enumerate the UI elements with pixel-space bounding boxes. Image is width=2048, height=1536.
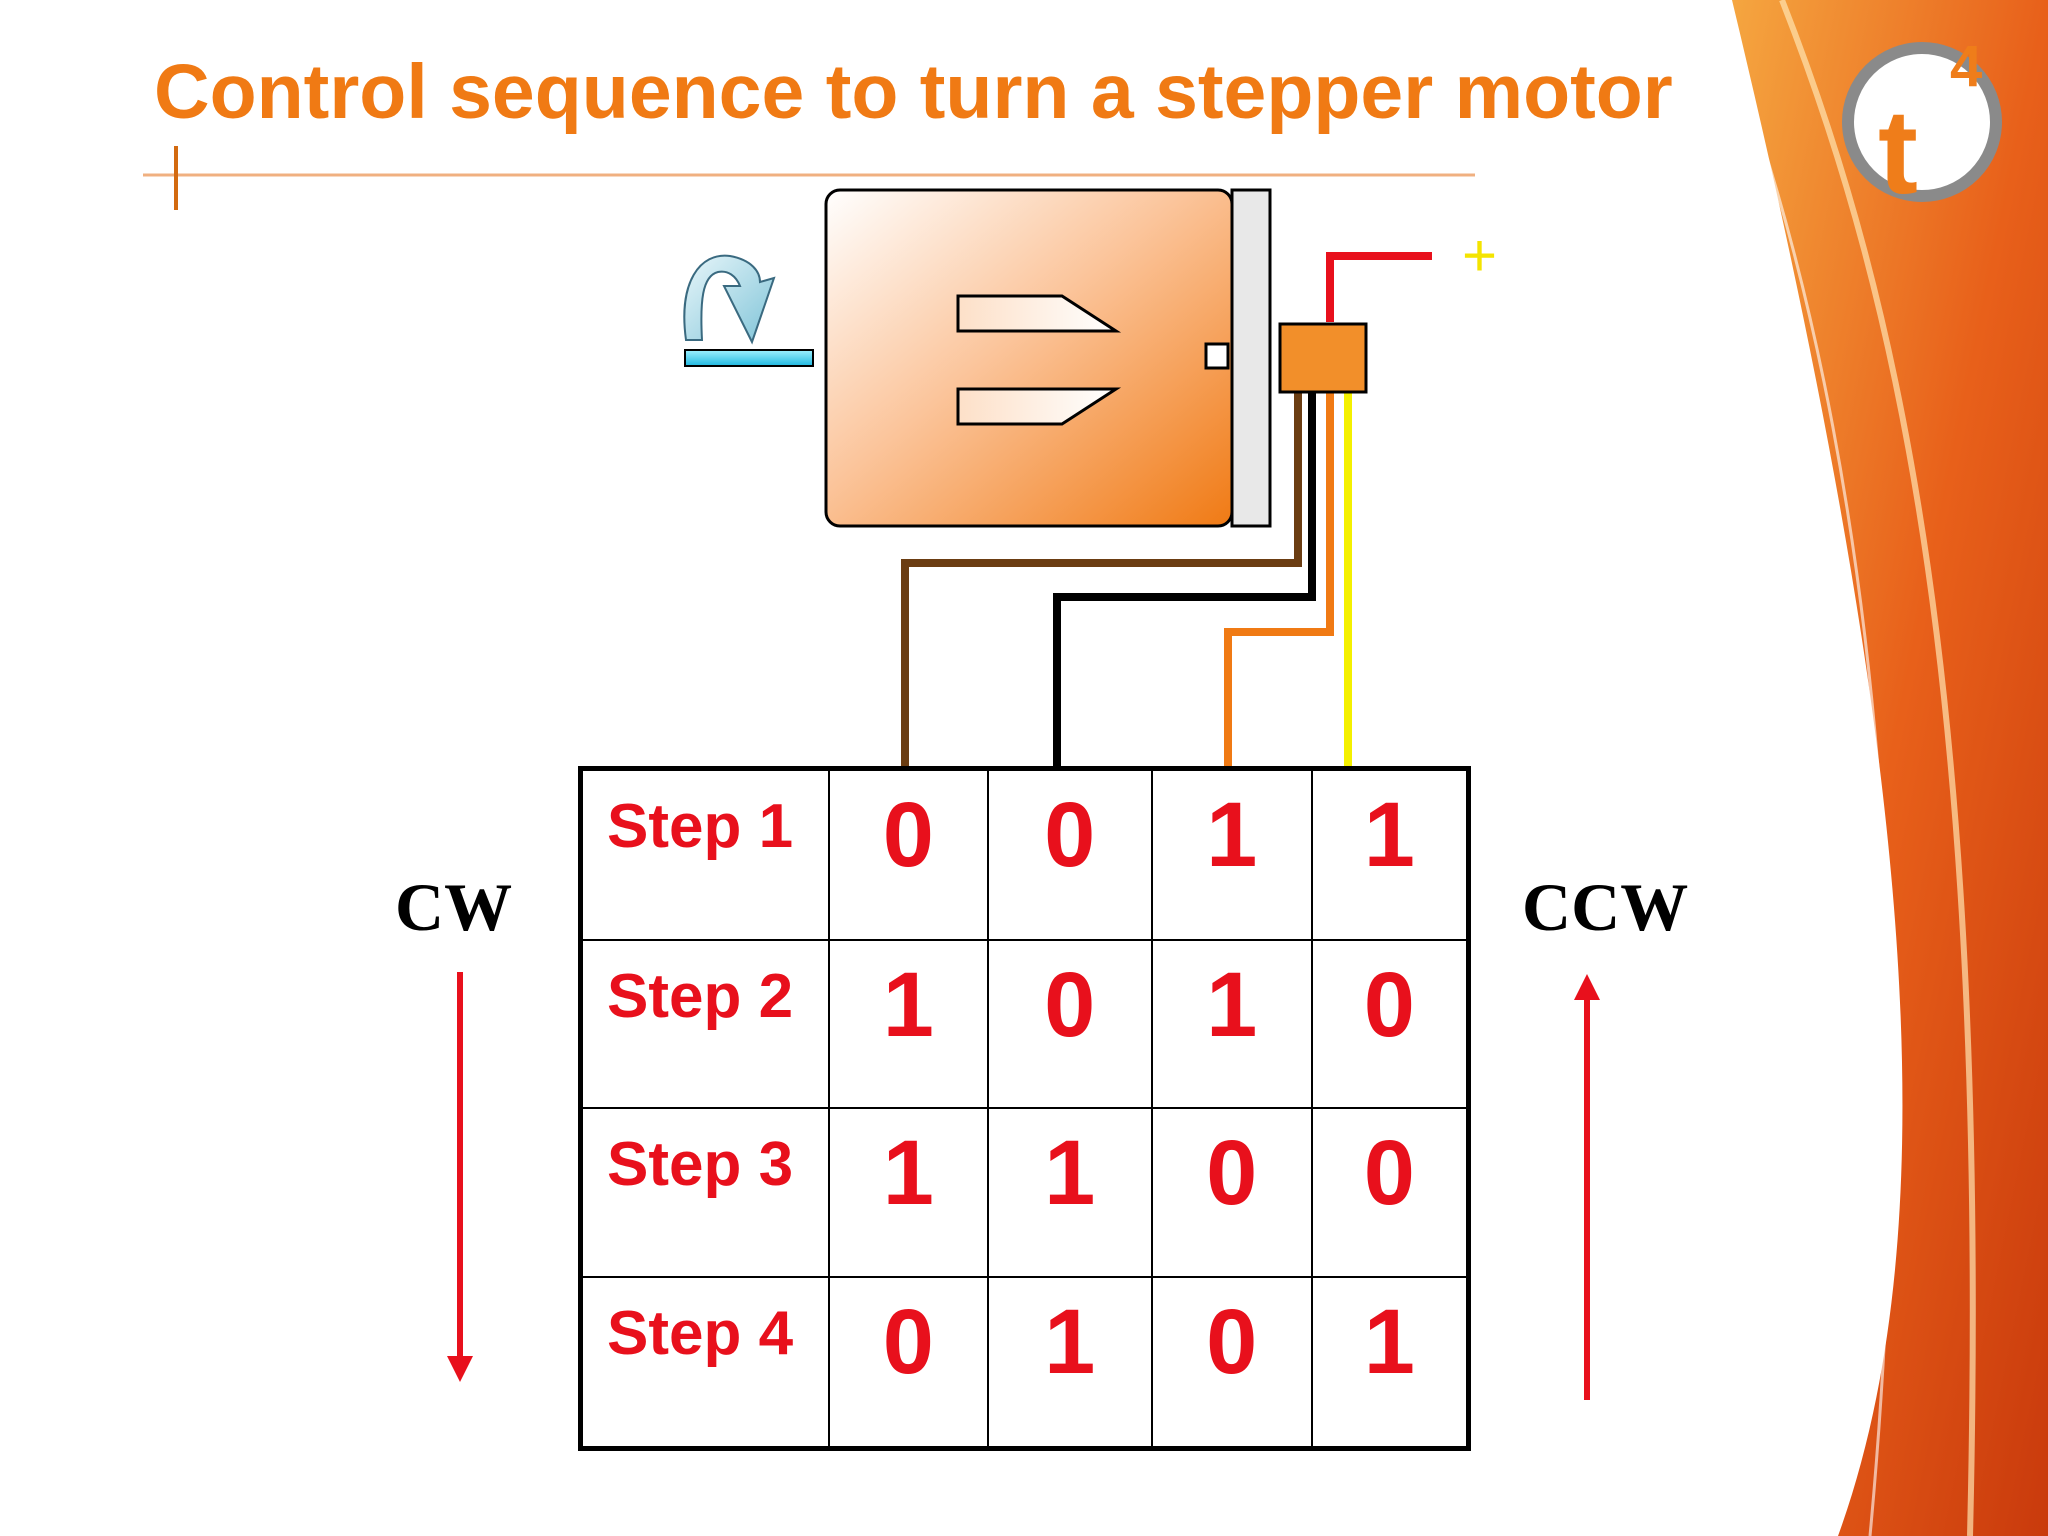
step-label-cell: Step 2: [579, 938, 830, 1110]
motor-shaft: [684, 349, 814, 367]
bit-value: 1: [1363, 784, 1415, 886]
bit-value: 1: [1363, 1291, 1415, 1394]
bit-value: 1: [1044, 1291, 1096, 1394]
step-label-cell: Step 4: [579, 1276, 830, 1450]
table-row: Step 4 0 1 0 1: [579, 1276, 1470, 1450]
logo-superscript: 4: [1950, 34, 1983, 99]
bit-cell: 1: [986, 1107, 1153, 1279]
rotation-arrow-icon: [683, 254, 776, 345]
bit-value: 1: [1206, 784, 1258, 886]
step-label: Step 1: [607, 792, 794, 861]
table-row: Step 2 1 0 1 0: [579, 938, 1470, 1110]
bit-cell: 0: [1150, 1107, 1313, 1279]
bit-cell: 0: [986, 767, 1153, 941]
motor-connector: [1278, 322, 1368, 394]
logo-letter: t: [1878, 85, 1918, 219]
motor-body: [824, 188, 1234, 528]
bit-value: 0: [1363, 953, 1415, 1056]
ccw-label: CCW: [1522, 869, 1689, 945]
bit-value: 1: [1206, 953, 1258, 1056]
bit-value: 1: [882, 1122, 934, 1225]
wire-red: [1326, 252, 1432, 322]
bit-value: 0: [1363, 1122, 1415, 1225]
bit-cell: 1: [986, 1276, 1153, 1450]
bit-value: 0: [1206, 1122, 1258, 1225]
bit-value: 1: [882, 953, 934, 1056]
wire-black: [1053, 385, 1316, 766]
title-underline: [143, 146, 1475, 210]
bit-value: 0: [1044, 953, 1096, 1056]
step-label-cell: Step 1: [579, 767, 830, 941]
ccw-arrow-head: [1574, 974, 1600, 1000]
control-sequence-table: Step 1 0 0 1 1 Step 2 1 0 1 0 Step 3 1 1…: [578, 766, 1471, 1451]
bit-cell: 1: [1150, 938, 1313, 1110]
bit-value: 0: [882, 1291, 934, 1394]
step-label-cell: Step 3: [579, 1107, 830, 1279]
bit-cell: 0: [1150, 1276, 1313, 1450]
step-label: Step 2: [607, 961, 794, 1031]
bit-cell: 0: [827, 1276, 989, 1450]
bit-value: 0: [1206, 1291, 1258, 1394]
rotor-fin-upper: [956, 294, 1122, 333]
slide-title: Control sequence to turn a stepper motor: [154, 49, 1673, 135]
bit-cell: 0: [827, 767, 989, 941]
bit-value: 0: [882, 784, 934, 886]
rotor-fin-lower: [956, 387, 1122, 426]
table-row: Step 3 1 1 0 0: [579, 1107, 1470, 1279]
bit-cell: 0: [986, 938, 1153, 1110]
motor-endplate: [1230, 188, 1272, 528]
bit-cell: 1: [1310, 767, 1470, 941]
step-label: Step 4: [607, 1299, 794, 1369]
step-label: Step 3: [607, 1130, 794, 1200]
bit-value: 1: [1044, 1122, 1096, 1225]
bit-cell: 0: [1310, 938, 1470, 1110]
supply-plus-label: +: [1462, 222, 1498, 289]
bit-cell: 1: [1150, 767, 1313, 941]
bit-cell: 1: [827, 1107, 989, 1279]
cw-label: CW: [395, 869, 513, 945]
bit-cell: 1: [1310, 1276, 1470, 1450]
logo-ring-icon: [1842, 42, 2002, 202]
bit-cell: 1: [827, 938, 989, 1110]
wire-brown: [901, 385, 1302, 766]
table-row: Step 1 0 0 1 1: [579, 767, 1470, 941]
bit-cell: 0: [1310, 1107, 1470, 1279]
cw-arrow-head: [447, 1356, 473, 1382]
bit-value: 0: [1044, 784, 1096, 886]
wire-orange: [1224, 385, 1334, 766]
